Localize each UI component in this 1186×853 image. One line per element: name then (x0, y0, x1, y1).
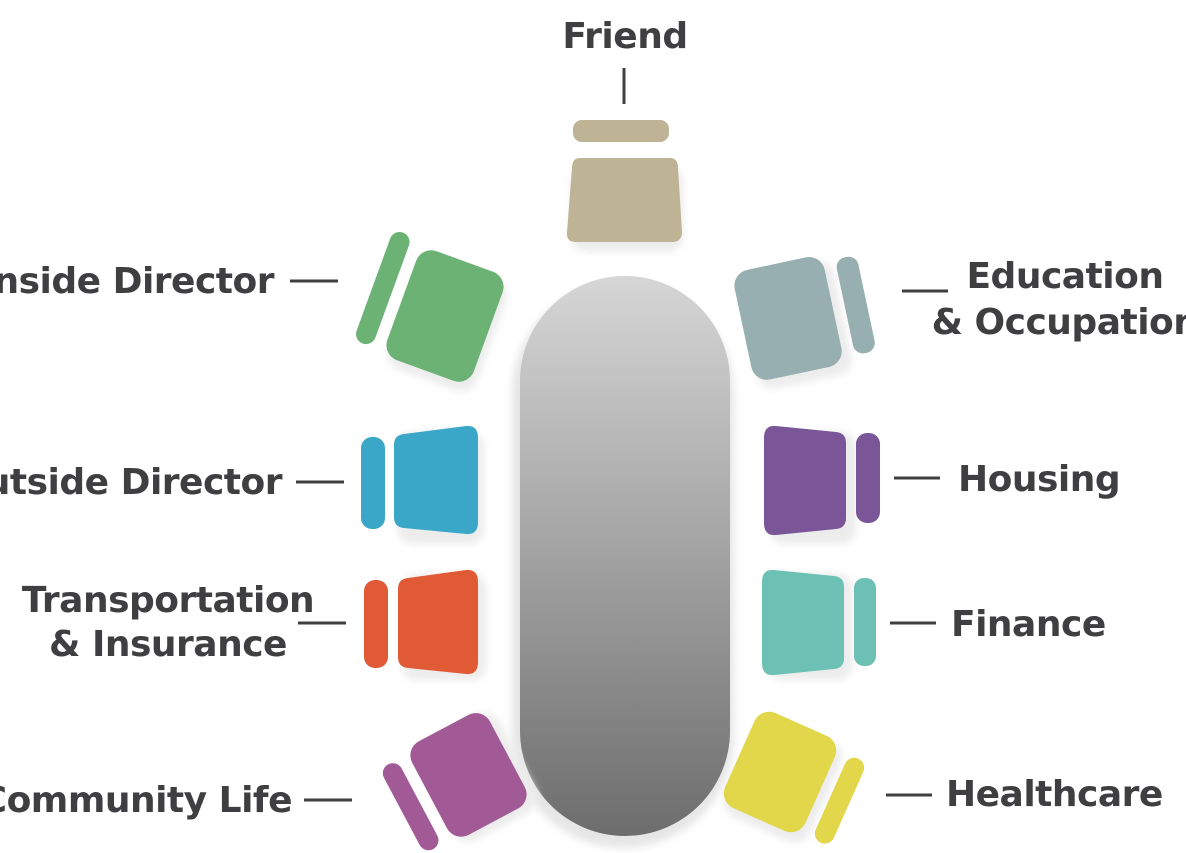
outside-director-chair (361, 425, 484, 544)
community-life-chair-back (382, 763, 439, 851)
healthcare-chair-seat (723, 711, 837, 833)
outside-director-chair-back (361, 437, 385, 529)
healthcare-label: Healthcare (946, 774, 1163, 815)
healthcare-chair-back (814, 757, 865, 844)
community-life-chair (382, 712, 538, 851)
friend-chair-back (573, 120, 669, 142)
housing-chair-seat (764, 425, 846, 536)
education-occupation-chair-back (836, 256, 875, 354)
transportation-label-line1: Transportation (22, 580, 314, 621)
finance-chair-seat (762, 569, 844, 676)
education-label-line2: & Occupation (932, 302, 1186, 343)
housing-chair (764, 425, 880, 544)
education-occupation-chair-seat (734, 257, 842, 380)
community-life-label: Community Life (0, 780, 292, 821)
education-occupation-chair (734, 256, 875, 389)
inside-director-chair-seat (386, 250, 504, 382)
finance-chair (762, 569, 876, 680)
table-top (520, 276, 730, 836)
housing-label: Housing (958, 459, 1120, 500)
inside-director-chair (356, 231, 508, 392)
outside-director-label: Outside Director (0, 462, 283, 503)
transportation-insurance-chair-back (364, 580, 388, 668)
friend-label: Friend (562, 16, 687, 57)
healthcare-chair (723, 711, 865, 844)
transportation-label-line2: & Insurance (49, 624, 287, 665)
education-label-line1: Education (966, 256, 1163, 297)
transportation-insurance-chair (364, 569, 486, 680)
conference-table (512, 276, 734, 848)
outside-director-chair-seat (394, 425, 478, 535)
finance-chair-back (854, 578, 876, 666)
transportation-insurance-chair-seat (398, 569, 478, 675)
friend-chair-seat (566, 158, 682, 242)
inside-director-label: Inside Director (0, 261, 275, 302)
inside-director-chair-back (356, 231, 410, 345)
finance-label: Finance (951, 604, 1106, 645)
friend-chair (566, 120, 683, 252)
housing-chair-back (856, 433, 880, 523)
community-life-chair-seat (410, 713, 527, 837)
